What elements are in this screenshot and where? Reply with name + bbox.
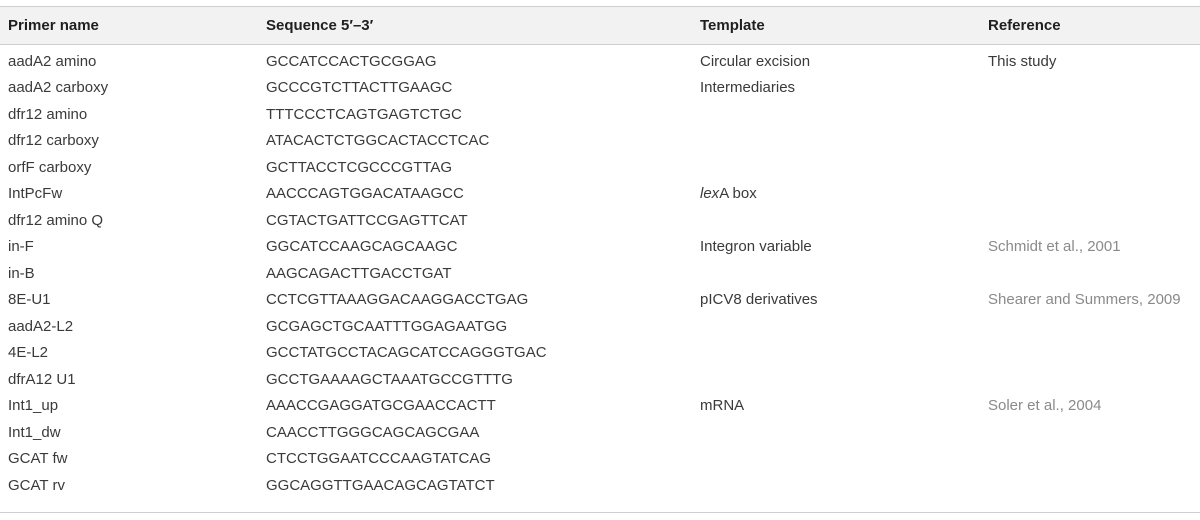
- template-cell: [700, 340, 980, 367]
- template-cell: [700, 207, 980, 234]
- header-sequence: Sequence 5′–3′: [266, 17, 374, 34]
- sequence-cell: ATACACTCTGGCACTACCTCAC: [266, 132, 490, 150]
- table-row: Int1_up AAACCGAGGATGCGAACCACTT mRNA Sole…: [0, 393, 1200, 420]
- sequence-cell: CAACCTTGGGCAGCAGCGAA: [266, 423, 480, 441]
- header-primer-name: Primer name: [8, 17, 99, 34]
- primer-name-cell: dfrA12 U1: [8, 370, 76, 388]
- sequence-cell: CCTCGTTAAAGGACAAGGACCTGAG: [266, 291, 529, 309]
- sequence-cell: CTCCTGGAATCCCAAGTATCAG: [266, 450, 491, 468]
- template-cell: Intermediaries: [700, 79, 796, 97]
- sequence-cell: GCCTGAAAAGCTAAATGCCGTTTG: [266, 370, 513, 388]
- template-cell: Integron variable: [700, 238, 812, 256]
- template-cell: [700, 154, 980, 181]
- top-rule: [0, 6, 1200, 7]
- header-row: Primer name Sequence 5′–3′ Template Refe…: [0, 7, 1200, 44]
- bottom-rule: [0, 512, 1200, 513]
- table-row: aadA2 amino GCCATCCACTGCGGAG Circular ex…: [0, 44, 1200, 75]
- sequence-cell: AAGCAGACTTGACCTGAT: [266, 264, 452, 282]
- reference-cell: [980, 128, 1200, 155]
- table-row: dfr12 amino Q CGTACTGATTCCGAGTTCAT: [0, 207, 1200, 234]
- reference-cell: [980, 366, 1200, 393]
- sequence-cell: GGCATCCAAGCAGCAAGC: [266, 238, 458, 256]
- primer-name-cell: dfr12 carboxy: [8, 132, 99, 150]
- reference-cell: Soler et al., 2004: [988, 397, 1102, 415]
- template-cell: lexA box: [700, 181, 980, 208]
- sequence-cell: TTTCCCTCAGTGAGTCTGC: [266, 105, 462, 123]
- table-row: dfr12 carboxy ATACACTCTGGCACTACCTCAC: [0, 128, 1200, 155]
- sequence-cell: CGTACTGATTCCGAGTTCAT: [266, 211, 468, 229]
- primer-name-cell: in-F: [8, 238, 34, 256]
- template-cell: [700, 101, 980, 128]
- primer-name-cell: IntPcFw: [8, 185, 63, 203]
- reference-cell: Shearer and Summers, 2009: [988, 291, 1181, 309]
- table-row: Int1_dw CAACCTTGGGCAGCAGCGAA: [0, 419, 1200, 446]
- reference-cell: Schmidt et al., 2001: [988, 238, 1121, 256]
- table-row: IntPcFw AACCCAGTGGACATAAGCC lexA box: [0, 181, 1200, 208]
- template-cell: [700, 313, 980, 340]
- primer-name-cell: Int1_dw: [8, 423, 61, 441]
- sequence-cell: GGCAGGTTGAACAGCAGTATCT: [266, 476, 495, 494]
- reference-cell: [980, 207, 1200, 234]
- primer-name-cell: aadA2 amino: [8, 52, 97, 70]
- template-italic-text: lex: [700, 185, 720, 203]
- primer-name-cell: dfr12 amino Q: [8, 211, 104, 229]
- reference-cell: [980, 101, 1200, 128]
- header-rule: [0, 44, 1200, 45]
- table-row: GCAT fw CTCCTGGAATCCCAAGTATCAG: [0, 446, 1200, 473]
- table-row: 8E-U1 CCTCGTTAAAGGACAAGGACCTGAG pICV8 de…: [0, 287, 1200, 314]
- table-row: aadA2-L2 GCGAGCTGCAATTTGGAGAATGG: [0, 313, 1200, 340]
- template-cell: Circular excision: [700, 52, 811, 70]
- table-row: aadA2 carboxy GCCCGTCTTACTTGAAGC Interme…: [0, 75, 1200, 102]
- table-row: orfF carboxy GCTTACCTCGCCCGTTAG: [0, 154, 1200, 181]
- primer-name-cell: Int1_up: [8, 397, 59, 415]
- sequence-cell: GCCTATGCCTACAGCATCCAGGGTGAC: [266, 344, 547, 362]
- primer-name-cell: GCAT fw: [8, 450, 68, 468]
- table-row: dfr12 amino TTTCCCTCAGTGAGTCTGC: [0, 101, 1200, 128]
- table-row: 4E-L2 GCCTATGCCTACAGCATCCAGGGTGAC: [0, 340, 1200, 367]
- template-cell: [700, 446, 980, 473]
- table-row: dfrA12 U1 GCCTGAAAAGCTAAATGCCGTTTG: [0, 366, 1200, 393]
- primer-name-cell: orfF carboxy: [8, 158, 92, 176]
- primer-name-cell: 8E-U1: [8, 291, 51, 309]
- header-background: [0, 7, 1200, 44]
- template-text: A box: [719, 185, 757, 203]
- template-cell: [700, 128, 980, 155]
- reference-cell: [980, 154, 1200, 181]
- reference-cell: [980, 446, 1200, 473]
- reference-cell: [980, 260, 1200, 287]
- reference-cell: [980, 472, 1200, 499]
- reference-cell: [980, 313, 1200, 340]
- sequence-cell: AACCCAGTGGACATAAGCC: [266, 185, 464, 203]
- reference-cell: [980, 181, 1200, 208]
- template-cell: [700, 260, 980, 287]
- template-cell: [700, 366, 980, 393]
- template-cell: mRNA: [700, 397, 745, 415]
- primer-name-cell: in-B: [8, 264, 35, 282]
- primer-name-cell: 4E-L2: [8, 344, 49, 362]
- table-row: GCAT rv GGCAGGTTGAACAGCAGTATCT: [0, 472, 1200, 499]
- table-row: in-B AAGCAGACTTGACCTGAT: [0, 260, 1200, 287]
- reference-cell: [980, 340, 1200, 367]
- table-row: in-F GGCATCCAAGCAGCAAGC Integron variabl…: [0, 234, 1200, 261]
- header-template: Template: [700, 17, 765, 34]
- reference-cell: This study: [988, 52, 1057, 70]
- template-cell: pICV8 derivatives: [700, 291, 818, 309]
- primer-table: Primer name Sequence 5′–3′ Template Refe…: [0, 7, 1200, 499]
- template-cell: [700, 419, 980, 446]
- sequence-cell: GCTTACCTCGCCCGTTAG: [266, 158, 453, 176]
- sequence-cell: GCCCGTCTTACTTGAAGC: [266, 79, 453, 97]
- sequence-cell: GCCATCCACTGCGGAG: [266, 52, 437, 70]
- primer-name-cell: dfr12 amino: [8, 105, 88, 123]
- primer-name-cell: aadA2-L2: [8, 317, 74, 335]
- template-cell: [700, 472, 980, 499]
- sequence-cell: GCGAGCTGCAATTTGGAGAATGG: [266, 317, 508, 335]
- sequence-cell: AAACCGAGGATGCGAACCACTT: [266, 397, 496, 415]
- header-reference: Reference: [988, 17, 1061, 34]
- reference-cell: [980, 419, 1200, 446]
- primer-name-cell: aadA2 carboxy: [8, 79, 109, 97]
- reference-cell: [980, 75, 1200, 102]
- primer-name-cell: GCAT rv: [8, 476, 65, 494]
